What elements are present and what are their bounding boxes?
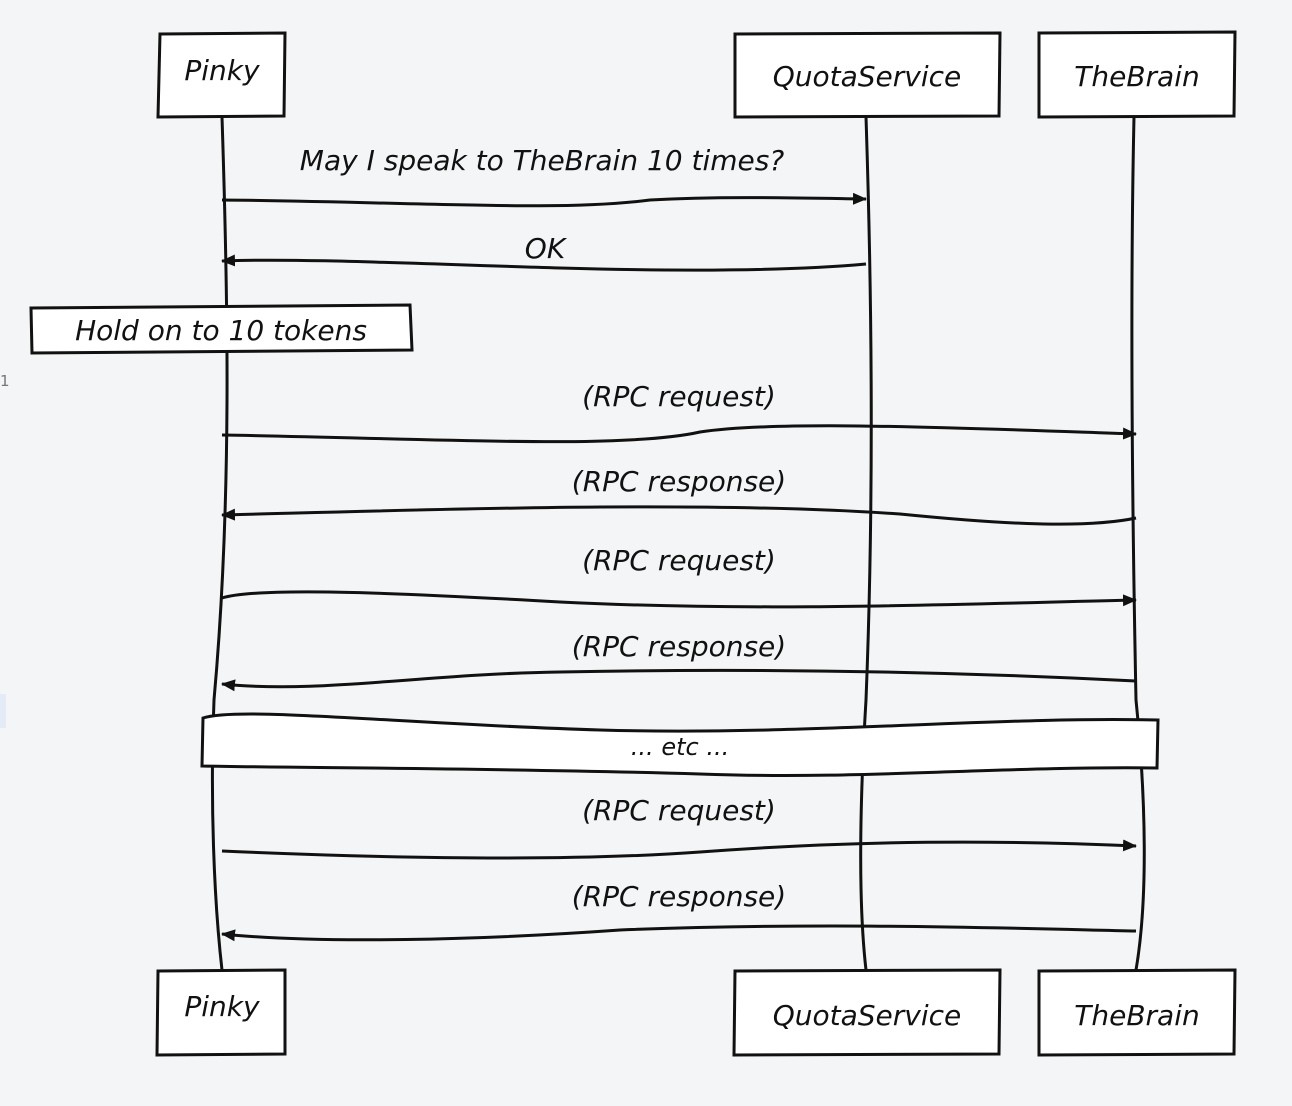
message-arrow [221,424,1137,444]
lifeline-quota [859,116,873,971]
etc-divider: ... etc ... [200,712,1160,778]
participant-pinky-bottom: Pinky [155,968,287,1057]
message-label: (RPC response) [572,465,786,498]
message-label: (RPC request) [582,380,776,413]
participant-label: QuotaService [773,60,962,93]
participant-label: Pinky [184,990,260,1023]
message-label: (RPC request) [582,544,776,577]
divider-label: ... etc ... [631,733,729,761]
message-arrow [221,192,867,208]
message-arrow [221,924,1137,942]
message-arrow [221,668,1137,692]
message-arrow [221,839,1137,860]
participant-label: QuotaService [773,999,962,1032]
lifeline-pinky [210,116,229,971]
message-arrow [221,254,867,272]
message-label: (RPC response) [572,630,786,663]
edge-selection-highlight [0,694,6,728]
participant-brain-top: TheBrain [1037,30,1237,119]
participant-quota-bottom: QuotaService [732,968,1002,1057]
message-label: OK [525,232,568,265]
message-label: May I speak to TheBrain 10 times? [300,144,785,177]
message-arrow [221,590,1137,609]
participant-quota-top: QuotaService [733,31,1002,119]
message-label: (RPC request) [582,794,776,827]
participant-brain-bottom: TheBrain [1037,968,1237,1057]
message-label: (RPC response) [572,880,786,913]
participant-label: Pinky [184,54,260,87]
message-arrow [221,505,1137,526]
note-box: Hold on to 10 tokens [29,303,414,355]
participant-label: TheBrain [1074,60,1199,93]
participant-pinky-top: Pinky [156,31,287,119]
lifeline-brain [1130,116,1146,971]
note-label: Hold on to 10 tokens [75,314,367,347]
participant-label: TheBrain [1074,999,1199,1032]
edge-line-number: 1 [0,372,10,390]
